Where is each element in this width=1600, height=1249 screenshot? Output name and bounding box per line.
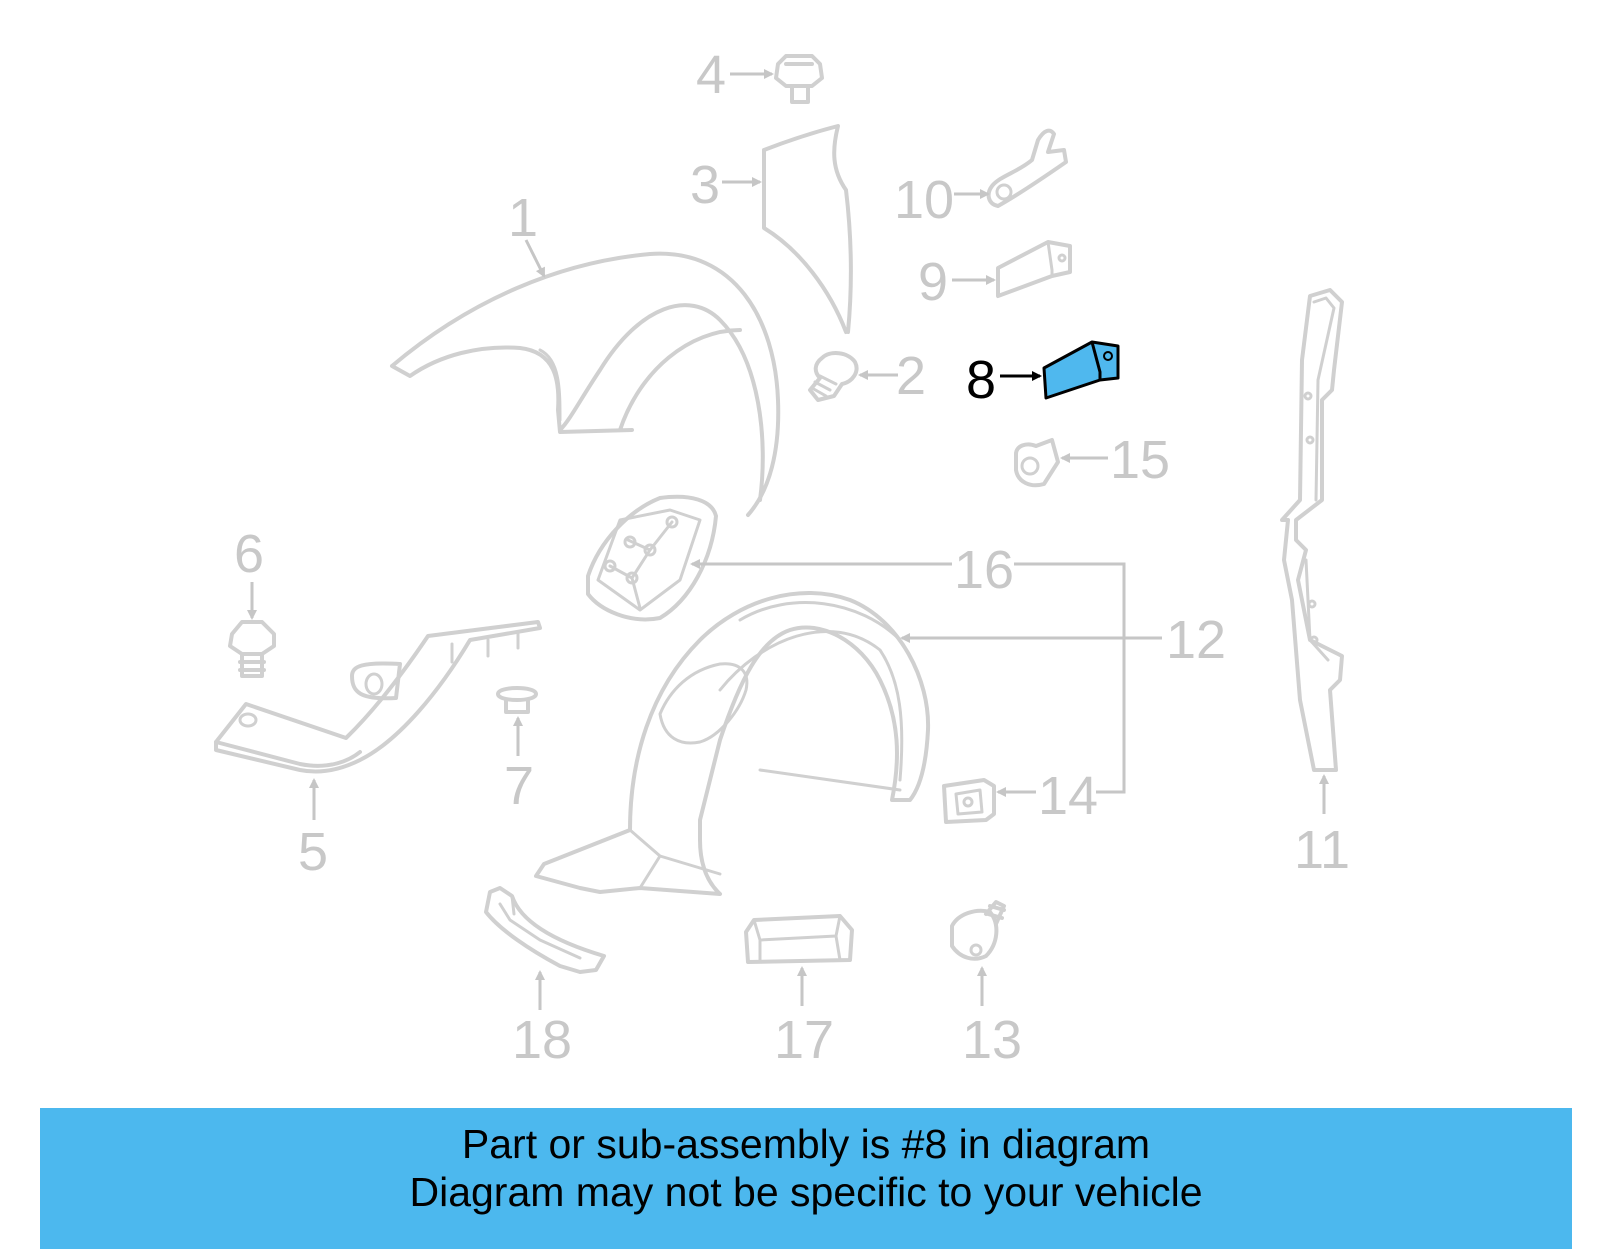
part-5-bracket (214, 620, 542, 774)
part-18-strip (484, 886, 606, 974)
part-8-bracket (1042, 340, 1120, 400)
callout-15: 15 (1110, 430, 1170, 490)
callout-1: 1 (508, 188, 538, 248)
part-4-bolt (774, 54, 824, 104)
part-6-bolt (228, 620, 276, 678)
part-2-screw (808, 351, 859, 402)
part-10-bracket (986, 128, 1068, 208)
part-1-fender (390, 251, 781, 517)
callout-12: 12 (1166, 610, 1226, 670)
callout-6: 6 (234, 524, 264, 584)
callout-7: 7 (504, 756, 534, 816)
callout-10: 10 (894, 170, 954, 230)
part-15-grommet (1014, 438, 1060, 488)
part-7-nut (496, 686, 538, 714)
leader-1 (524, 239, 546, 278)
callout-5: 5 (298, 822, 328, 882)
callout-8: 8 (966, 350, 996, 410)
callout-2: 2 (896, 346, 926, 406)
callout-9: 9 (918, 252, 948, 312)
callout-17: 17 (774, 1010, 834, 1070)
callout-18: 18 (512, 1010, 572, 1070)
part-17-pad (744, 914, 854, 964)
part-16-panel (586, 494, 718, 622)
callout-11: 11 (1294, 820, 1350, 880)
part-13-screw (950, 900, 1006, 961)
callout-3: 3 (690, 155, 720, 215)
callout-13: 13 (962, 1010, 1022, 1070)
part-12-liner (534, 591, 931, 896)
group-bracket-line (1014, 562, 1126, 794)
callout-16: 16 (954, 540, 1014, 600)
callout-14: 14 (1038, 766, 1098, 826)
part-14-clip (942, 778, 996, 824)
part-11-rail (1280, 288, 1344, 772)
part-9-bracket (996, 240, 1072, 298)
info-banner: Part or sub-assembly is #8 in diagram Di… (40, 1108, 1572, 1249)
banner-line-1: Part or sub-assembly is #8 in diagram (461, 1121, 1151, 1167)
banner-line-2: Diagram may not be specific to your vehi… (409, 1169, 1203, 1215)
callout-4: 4 (696, 45, 726, 105)
part-3-panel (762, 124, 853, 334)
